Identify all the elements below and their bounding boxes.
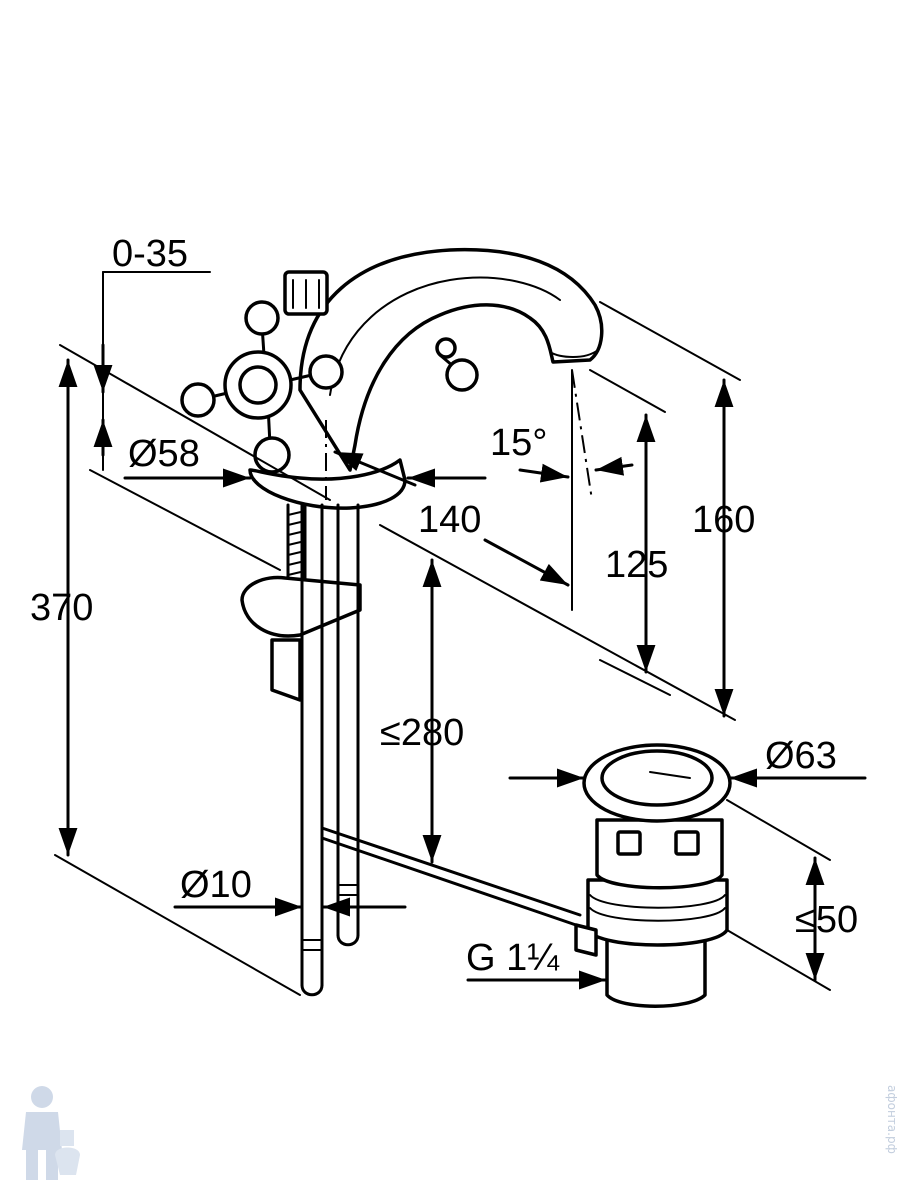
waste-tail	[605, 933, 707, 1008]
label-total-height: 370	[30, 587, 93, 629]
plumber-mascot-icon	[22, 1086, 80, 1180]
label-waste-height: ≤50	[795, 899, 858, 941]
label-rod-diameter: Ø10	[180, 864, 252, 906]
label-overall-height: 160	[692, 499, 755, 541]
waste-fitting	[574, 743, 732, 1008]
waste-body-lower	[586, 878, 729, 947]
label-waste-diameter: Ø63	[765, 735, 837, 777]
spout-inner-line	[329, 276, 561, 396]
spout-outlet	[549, 349, 599, 358]
spout	[298, 247, 604, 472]
supply-tubes	[300, 503, 360, 997]
label-waste-thread: G 1¼	[466, 937, 560, 979]
label-reach: 140	[418, 499, 481, 541]
waste-plug	[600, 749, 714, 807]
cross-handle-right	[435, 337, 479, 392]
watermark-text: афонта.рф	[885, 1085, 899, 1154]
label-spout-height: 125	[605, 544, 668, 586]
label-shank-length: ≤280	[380, 712, 464, 754]
dimension-labels: 0-35 Ø58 370 140 15° 125 160 ≤280 Ø63 Ø1…	[30, 233, 858, 979]
watermark: афонта.рф	[22, 1085, 899, 1180]
dimension-lines	[54, 271, 867, 996]
label-projection: 0-35	[112, 233, 188, 275]
waste-body-upper	[595, 818, 724, 890]
rod-connector	[574, 923, 598, 957]
pop-up-rod	[320, 826, 582, 917]
fixing-bracket	[270, 638, 302, 702]
label-swivel-angle: 15°	[490, 422, 547, 464]
label-handle-diameter: Ø58	[128, 433, 200, 475]
cross-handle-left	[180, 300, 344, 474]
